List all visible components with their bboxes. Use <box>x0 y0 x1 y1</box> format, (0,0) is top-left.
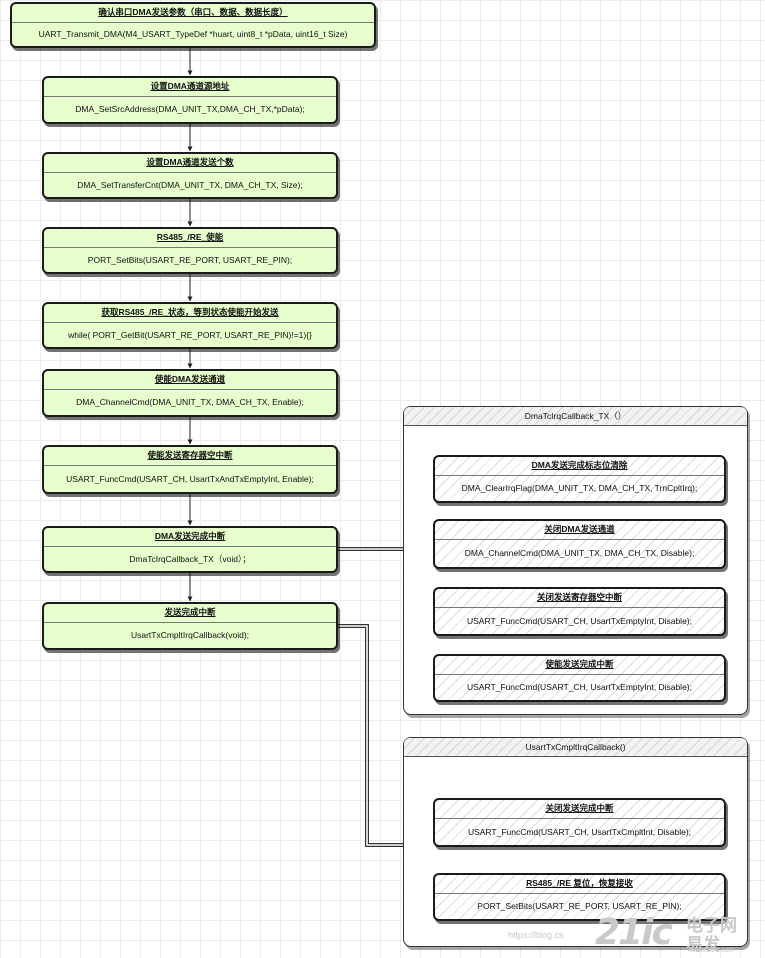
node-code: UART_Transmit_DMA(M4_USART_TypeDef *huar… <box>38 29 348 39</box>
node-title: 关闭发送完成中断 <box>435 800 724 819</box>
logo-text-line1: 电子网 <box>686 916 737 935</box>
node-title: 设置DMA通道源地址 <box>44 78 336 97</box>
node-code: USART_FuncCmd(USART_CH, UsartTxEmptyInt,… <box>467 682 692 692</box>
node-title: 确认串口DMA发送参数（串口、数据、数据长度） <box>12 4 374 23</box>
dma-step-enable-tx-complete-int: 使能发送完成中断 USART_FuncCmd(USART_CH, UsartTx… <box>433 654 726 702</box>
usart-step-rs485-reset: RS485_/RE 复位，恢复接收 PORT_SetBits(USART_RE_… <box>433 873 726 921</box>
node-title: 使能DMA发送通道 <box>44 371 336 390</box>
dma-step-disable-tx-empty-int: 关闭发送寄存器空中断 USART_FuncCmd(USART_CH, Usart… <box>433 587 726 636</box>
flow-node-set-transfer-count: 设置DMA通道发送个数 DMA_SetTransferCnt(DMA_UNIT_… <box>42 152 338 199</box>
node-code: DMA_SetTransferCnt(DMA_UNIT_TX, DMA_CH_T… <box>77 179 303 190</box>
link-usart-callback-inner <box>337 625 403 846</box>
node-title: 获取RS485_/RE_状态，等到状态使能开始发送 <box>44 304 336 323</box>
21ic-logo-url: www.21ic.com <box>690 947 735 954</box>
node-code: DMA_SetSrcAddress(DMA_UNIT_TX,DMA_CH_TX,… <box>75 104 305 114</box>
node-code: while( PORT_GetBit(USART_RE_PORT, USART_… <box>68 329 312 340</box>
dma-step-clear-flag: DMA发送完成标志位清除 DMA_ClearIrqFlag(DMA_UNIT_T… <box>433 455 726 503</box>
usart-step-disable-tx-complete-int: 关闭发送完成中断 USART_FuncCmd(USART_CH, UsartTx… <box>433 798 726 847</box>
node-code: USART_FuncCmd(USART_CH, UsartTxEmptyInt,… <box>467 615 692 626</box>
dma-step-disable-channel: 关闭DMA发送通道 DMA_ChannelCmd(DMA_UNIT_TX, DM… <box>433 519 726 569</box>
node-title: RS485_/RE_使能 <box>44 229 336 248</box>
21ic-logo: 21ic <box>595 912 673 953</box>
container-title: UsartTxCmpltIrqCallback() <box>404 738 747 757</box>
node-code: PORT_SetBits(USART_RE_PORT, USART_RE_PIN… <box>87 254 293 265</box>
node-code: DMA_ClearIrqFlag(DMA_UNIT_TX, DMA_CH_TX,… <box>461 483 698 493</box>
node-title: DMA发送完成标志位清除 <box>435 457 724 476</box>
node-code: USART_FuncCmd(USART_CH, UsartTxAndTxEmpt… <box>66 473 314 484</box>
node-code: PORT_SetBits(USART_RE_PORT, USART_RE_PIN… <box>477 901 682 911</box>
blog-watermark: https://blog.cs <box>508 930 564 940</box>
21ic-logo-text: 电子网 易发 <box>686 916 737 954</box>
node-title: 关闭DMA发送通道 <box>435 521 724 540</box>
node-code: DMA_ChannelCmd(DMA_UNIT_TX, DMA_CH_TX, E… <box>76 397 304 407</box>
flow-node-enable-tx-empty-int: 使能发送寄存器空中断 USART_FuncCmd(USART_CH, Usart… <box>42 445 338 494</box>
flow-node-confirm-params: 确认串口DMA发送参数（串口、数据、数据长度） UART_Transmit_DM… <box>10 2 376 48</box>
flow-node-enable-dma-channel: 使能DMA发送通道 DMA_ChannelCmd(DMA_UNIT_TX, DM… <box>42 369 338 417</box>
node-title: DMA发送完成中断 <box>44 528 336 547</box>
link-usart-callback <box>337 624 403 847</box>
node-title: 设置DMA通道发送个数 <box>44 154 336 173</box>
flow-node-set-src-address: 设置DMA通道源地址 DMA_SetSrcAddress(DMA_UNIT_TX… <box>42 76 338 124</box>
node-title: RS485_/RE 复位，恢复接收 <box>435 875 724 894</box>
node-code: UsartTxCmpltIrqCallback(void); <box>130 630 250 640</box>
node-code: DMA_ChannelCmd(DMA_UNIT_TX, DMA_CH_TX, D… <box>464 548 695 558</box>
node-title: 使能发送寄存器空中断 <box>44 447 336 466</box>
container-title: DmaTcIrqCallback_TX（） <box>404 407 747 426</box>
flow-node-rs485-wait: 获取RS485_/RE_状态，等到状态使能开始发送 while( PORT_Ge… <box>42 302 338 349</box>
node-title: 使能发送完成中断 <box>435 656 724 675</box>
node-code: USART_FuncCmd(USART_CH, UsartTxCmpltInt,… <box>467 826 692 837</box>
flow-node-tx-complete-int: 发送完成中断 UsartTxCmpltIrqCallback(void); <box>42 602 338 650</box>
flow-node-dma-complete-int: DMA发送完成中断 DmaTcIrqCallback_TX（void）； <box>42 526 338 573</box>
logo-text-line2: 易发 <box>686 935 720 954</box>
flow-node-rs485-enable: RS485_/RE_使能 PORT_SetBits(USART_RE_PORT,… <box>42 227 338 274</box>
node-title: 关闭发送寄存器空中断 <box>435 589 724 608</box>
node-title: 发送完成中断 <box>44 604 336 623</box>
node-code: DmaTcIrqCallback_TX（void）； <box>129 553 251 564</box>
